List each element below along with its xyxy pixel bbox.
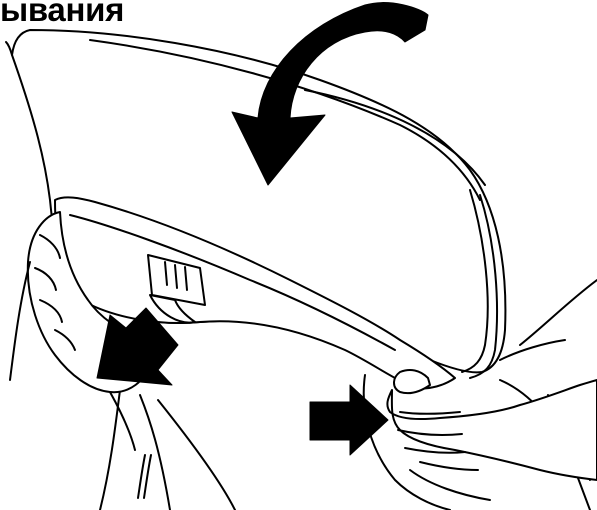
push-arrow-icon: [310, 385, 388, 455]
section-heading: ывания: [0, 0, 124, 29]
